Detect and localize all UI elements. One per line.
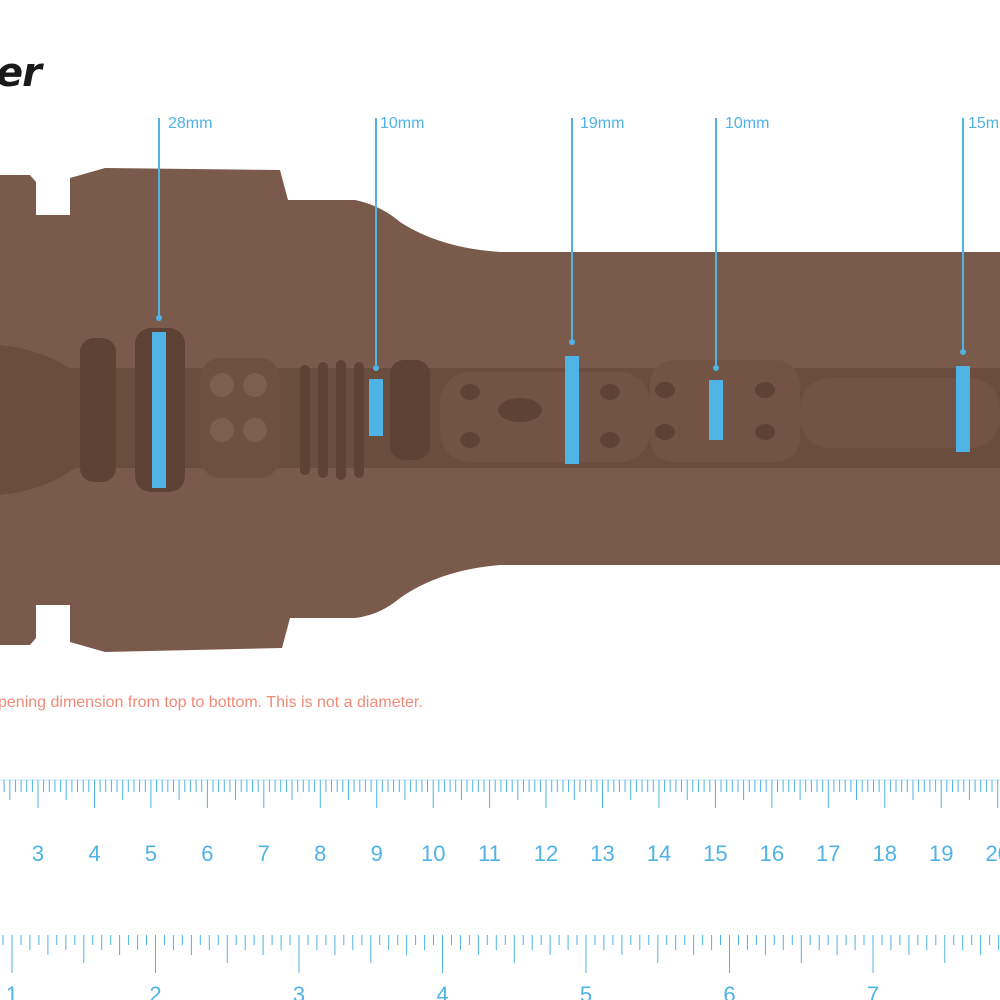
dimension-marker-15mm (956, 118, 970, 452)
ruler-label: 19 (929, 841, 953, 866)
ruler-label: 18 (873, 841, 897, 866)
textured-chamber (650, 360, 800, 462)
dimension-marker-10mm-b (709, 118, 723, 440)
ruler-label: 9 (371, 841, 383, 866)
ruler-label: 7 (867, 982, 879, 1000)
dimension-note: pening dimension from top to bottom. Thi… (0, 694, 423, 711)
ribbed-segment (300, 360, 364, 480)
ruler-label: 1 (6, 982, 18, 1000)
smooth-chamber (800, 378, 1000, 448)
ruler-label: 10 (421, 841, 445, 866)
inner-channel (0, 345, 75, 495)
ruler-label: 13 (590, 841, 614, 866)
ring-ridge (80, 338, 116, 482)
ruler-label: 5 (145, 841, 157, 866)
dimension-label: 10mm (725, 115, 770, 132)
ruler-label: 16 (760, 841, 784, 866)
ruler-label: 6 (201, 841, 213, 866)
centimeter-ticks (3, 780, 999, 808)
ruler-label: 20 (985, 841, 1000, 866)
ruler-label: 3 (32, 841, 44, 866)
dimension-label: 15m (968, 115, 1000, 132)
page-title: er (0, 50, 42, 96)
centimeter-ruler: 3 4 5 6 7 8 9 10 11 12 13 14 15 16 17 18 19 20 (0, 779, 1000, 866)
ruler-label: 4 (436, 982, 448, 1000)
ruler-label: 14 (647, 841, 671, 866)
inch-ticks (2, 935, 1000, 973)
ruler-label: 17 (816, 841, 840, 866)
ruler-label: 12 (534, 841, 558, 866)
textured-chamber (440, 372, 650, 462)
ruler-label: 8 (314, 841, 326, 866)
ruler-label: 2 (149, 982, 161, 1000)
dimension-marker-19mm (565, 118, 579, 464)
dimension-label: 28mm (168, 115, 213, 132)
inch-labels: 1 2 3 4 5 6 7 (6, 982, 879, 1000)
ruler-label: 3 (293, 982, 305, 1000)
dimension-marker-10mm-a (369, 118, 383, 436)
ring-ridge (390, 360, 430, 460)
ruler-label: 5 (580, 982, 592, 1000)
ruler-label: 6 (723, 982, 735, 1000)
ruler-label: 11 (478, 841, 501, 866)
ruler-label: 7 (258, 841, 270, 866)
dimension-marker-28mm (152, 118, 166, 488)
dimension-label: 19mm (580, 115, 625, 132)
dimension-label: 10mm (380, 115, 425, 132)
ruler-label: 4 (88, 841, 100, 866)
centimeter-labels: 3 4 5 6 7 8 9 10 11 12 13 14 15 16 17 18 19 20 (32, 841, 1000, 866)
ruler-label: 15 (703, 841, 727, 866)
nub-chamber (200, 358, 280, 478)
inch-ruler: 1 2 3 4 5 6 7 (2, 935, 1000, 1000)
